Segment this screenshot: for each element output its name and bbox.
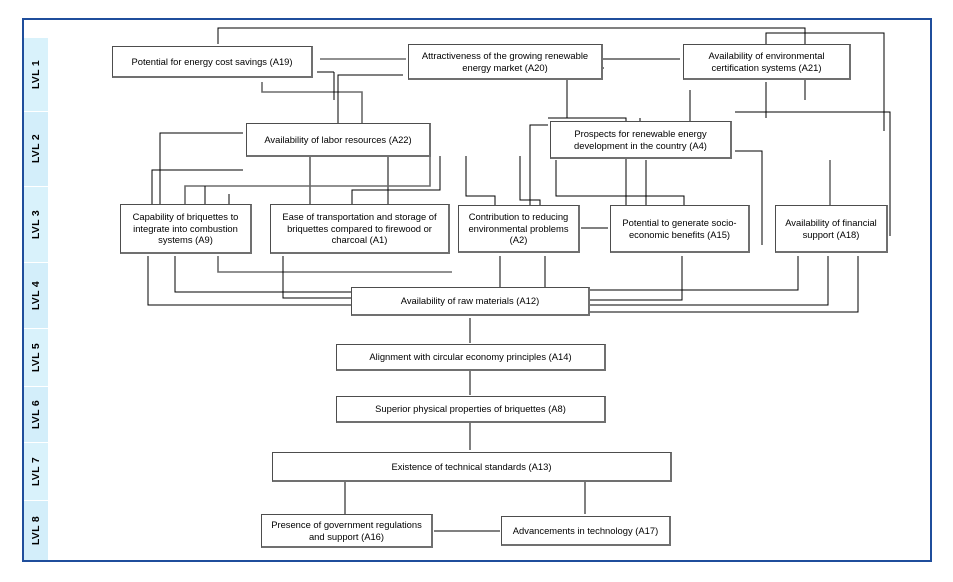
level-band-6: LVL 6 [24, 387, 48, 442]
level-band-7: LVL 7 [24, 443, 48, 500]
level-band-2: LVL 2 [24, 112, 48, 186]
node-a14[interactable]: Alignment with circular economy principl… [336, 344, 606, 371]
edge-a22-a9 [184, 156, 431, 206]
edge-a12-a1 [217, 256, 452, 273]
node-a20[interactable]: Attractiveness of the growing renewable … [408, 44, 603, 80]
edge-a22-a19 [261, 82, 363, 126]
node-a18-label: Availability of financial support (A18) [785, 216, 877, 240]
node-a19[interactable]: Potential for energy cost savings (A19) [112, 46, 313, 78]
node-a12[interactable]: Availability of raw materials (A12) [351, 287, 590, 316]
node-a18[interactable]: Availability of financial support (A18) [775, 205, 888, 253]
edge-a12-a1b [282, 256, 352, 299]
edge-a22-a20 [337, 74, 403, 126]
node-a21[interactable]: Availability of environmental certificat… [683, 44, 851, 80]
edge-a18-a4-inner [735, 150, 763, 245]
node-a4-label: Prospects for renewable energy developme… [574, 127, 707, 151]
node-a8[interactable]: Superior physical properties of briquett… [336, 396, 606, 423]
node-a19-label: Potential for energy cost savings (A19) [131, 55, 293, 67]
node-a21-label: Availability of environmental certificat… [708, 49, 825, 73]
node-a22[interactable]: Availability of labor resources (A22) [246, 123, 431, 157]
edge-a18-a4-right [735, 111, 891, 236]
node-a15-label: Potential to generate socio-economic ben… [622, 216, 737, 240]
edge-down-a9b [151, 169, 243, 206]
edge-feedback-top-a21 [765, 32, 885, 131]
edge-down-a2 [465, 156, 496, 206]
node-a13-label: Existence of technical standards (A13) [391, 460, 552, 472]
level-band-5: LVL 5 [24, 329, 48, 386]
level-rail: LVL 1 LVL 2 LVL 3 LVL 4 LVL 5 LVL 6 LVL … [24, 38, 48, 560]
node-a22-label: Availability of labor resources (A22) [264, 133, 412, 145]
edge-into-a4-top [639, 90, 691, 123]
edge-a22-a1 [351, 156, 441, 206]
edge-a15-a4 [548, 117, 627, 205]
node-a13[interactable]: Existence of technical standards (A13) [272, 452, 672, 482]
node-a20-label: Attractiveness of the growing renewable … [421, 49, 589, 73]
node-a17-label: Advancements in technology (A17) [512, 524, 659, 536]
node-a1-label: Ease of transportation and storage of br… [282, 211, 437, 246]
node-a2-label: Contribution to reducing environmental p… [468, 211, 569, 246]
edge-a2-a4 [529, 124, 548, 205]
edge-down-a2b [519, 156, 541, 206]
level-band-4: LVL 4 [24, 263, 48, 328]
node-a17[interactable]: Advancements in technology (A17) [501, 516, 671, 546]
edge-a12-a18 [590, 256, 799, 291]
node-a8-label: Superior physical properties of briquett… [375, 403, 566, 415]
level-band-8: LVL 8 [24, 501, 48, 560]
edge-a12-a18b [590, 256, 829, 306]
edge-a4-a19 [317, 71, 335, 100]
edge-down-a15 [555, 160, 685, 206]
node-a9[interactable]: Capability of briquettes to integrate in… [120, 204, 252, 254]
node-a9-label: Capability of briquettes to integrate in… [132, 211, 239, 246]
node-a16[interactable]: Presence of government regulations and s… [261, 514, 433, 548]
node-a2[interactable]: Contribution to reducing environmental p… [458, 205, 580, 253]
level-band-3: LVL 3 [24, 187, 48, 262]
edge-a12-a9b [174, 256, 352, 293]
edge-a12-a18c [590, 256, 859, 313]
edge-a12-a9 [147, 256, 352, 306]
edge-a12-a15 [590, 256, 683, 301]
node-a1[interactable]: Ease of transportation and storage of br… [270, 204, 450, 254]
node-a14-label: Alignment with circular economy principl… [369, 351, 572, 363]
edge-a9-a22 [159, 132, 243, 205]
node-a15[interactable]: Potential to generate socio-economic ben… [610, 205, 750, 253]
edge-a12-a2b [544, 256, 590, 291]
node-a16-label: Presence of government regulations and s… [271, 518, 422, 542]
node-a4[interactable]: Prospects for renewable energy developme… [550, 121, 732, 159]
node-a12-label: Availability of raw materials (A12) [400, 295, 540, 307]
level-band-1: LVL 1 [24, 38, 48, 111]
